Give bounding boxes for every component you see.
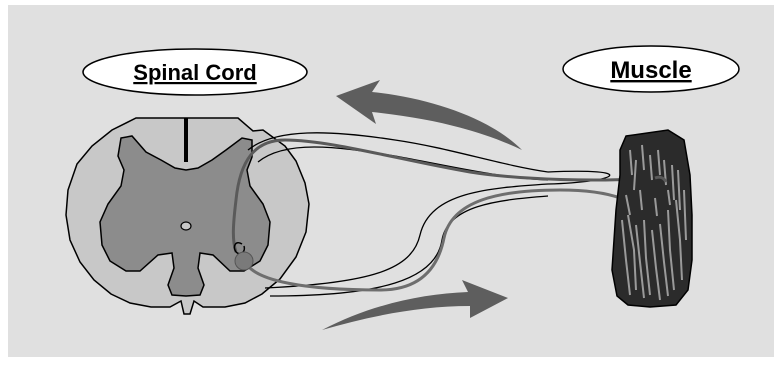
efferent-arrow [322, 280, 508, 330]
muscle-label: Muscle [610, 57, 691, 84]
motor-neuron-cell-body [235, 252, 253, 270]
muscle [612, 130, 692, 307]
spinal-cord-label: Spinal Cord [133, 60, 256, 85]
afferent-arrow [336, 80, 522, 150]
spinal-cord-label-group: Spinal Cord [83, 49, 307, 95]
muscle-label-group: Muscle [563, 46, 739, 92]
central-canal [181, 222, 191, 230]
peripheral-nerve-loop-inner [270, 196, 548, 296]
